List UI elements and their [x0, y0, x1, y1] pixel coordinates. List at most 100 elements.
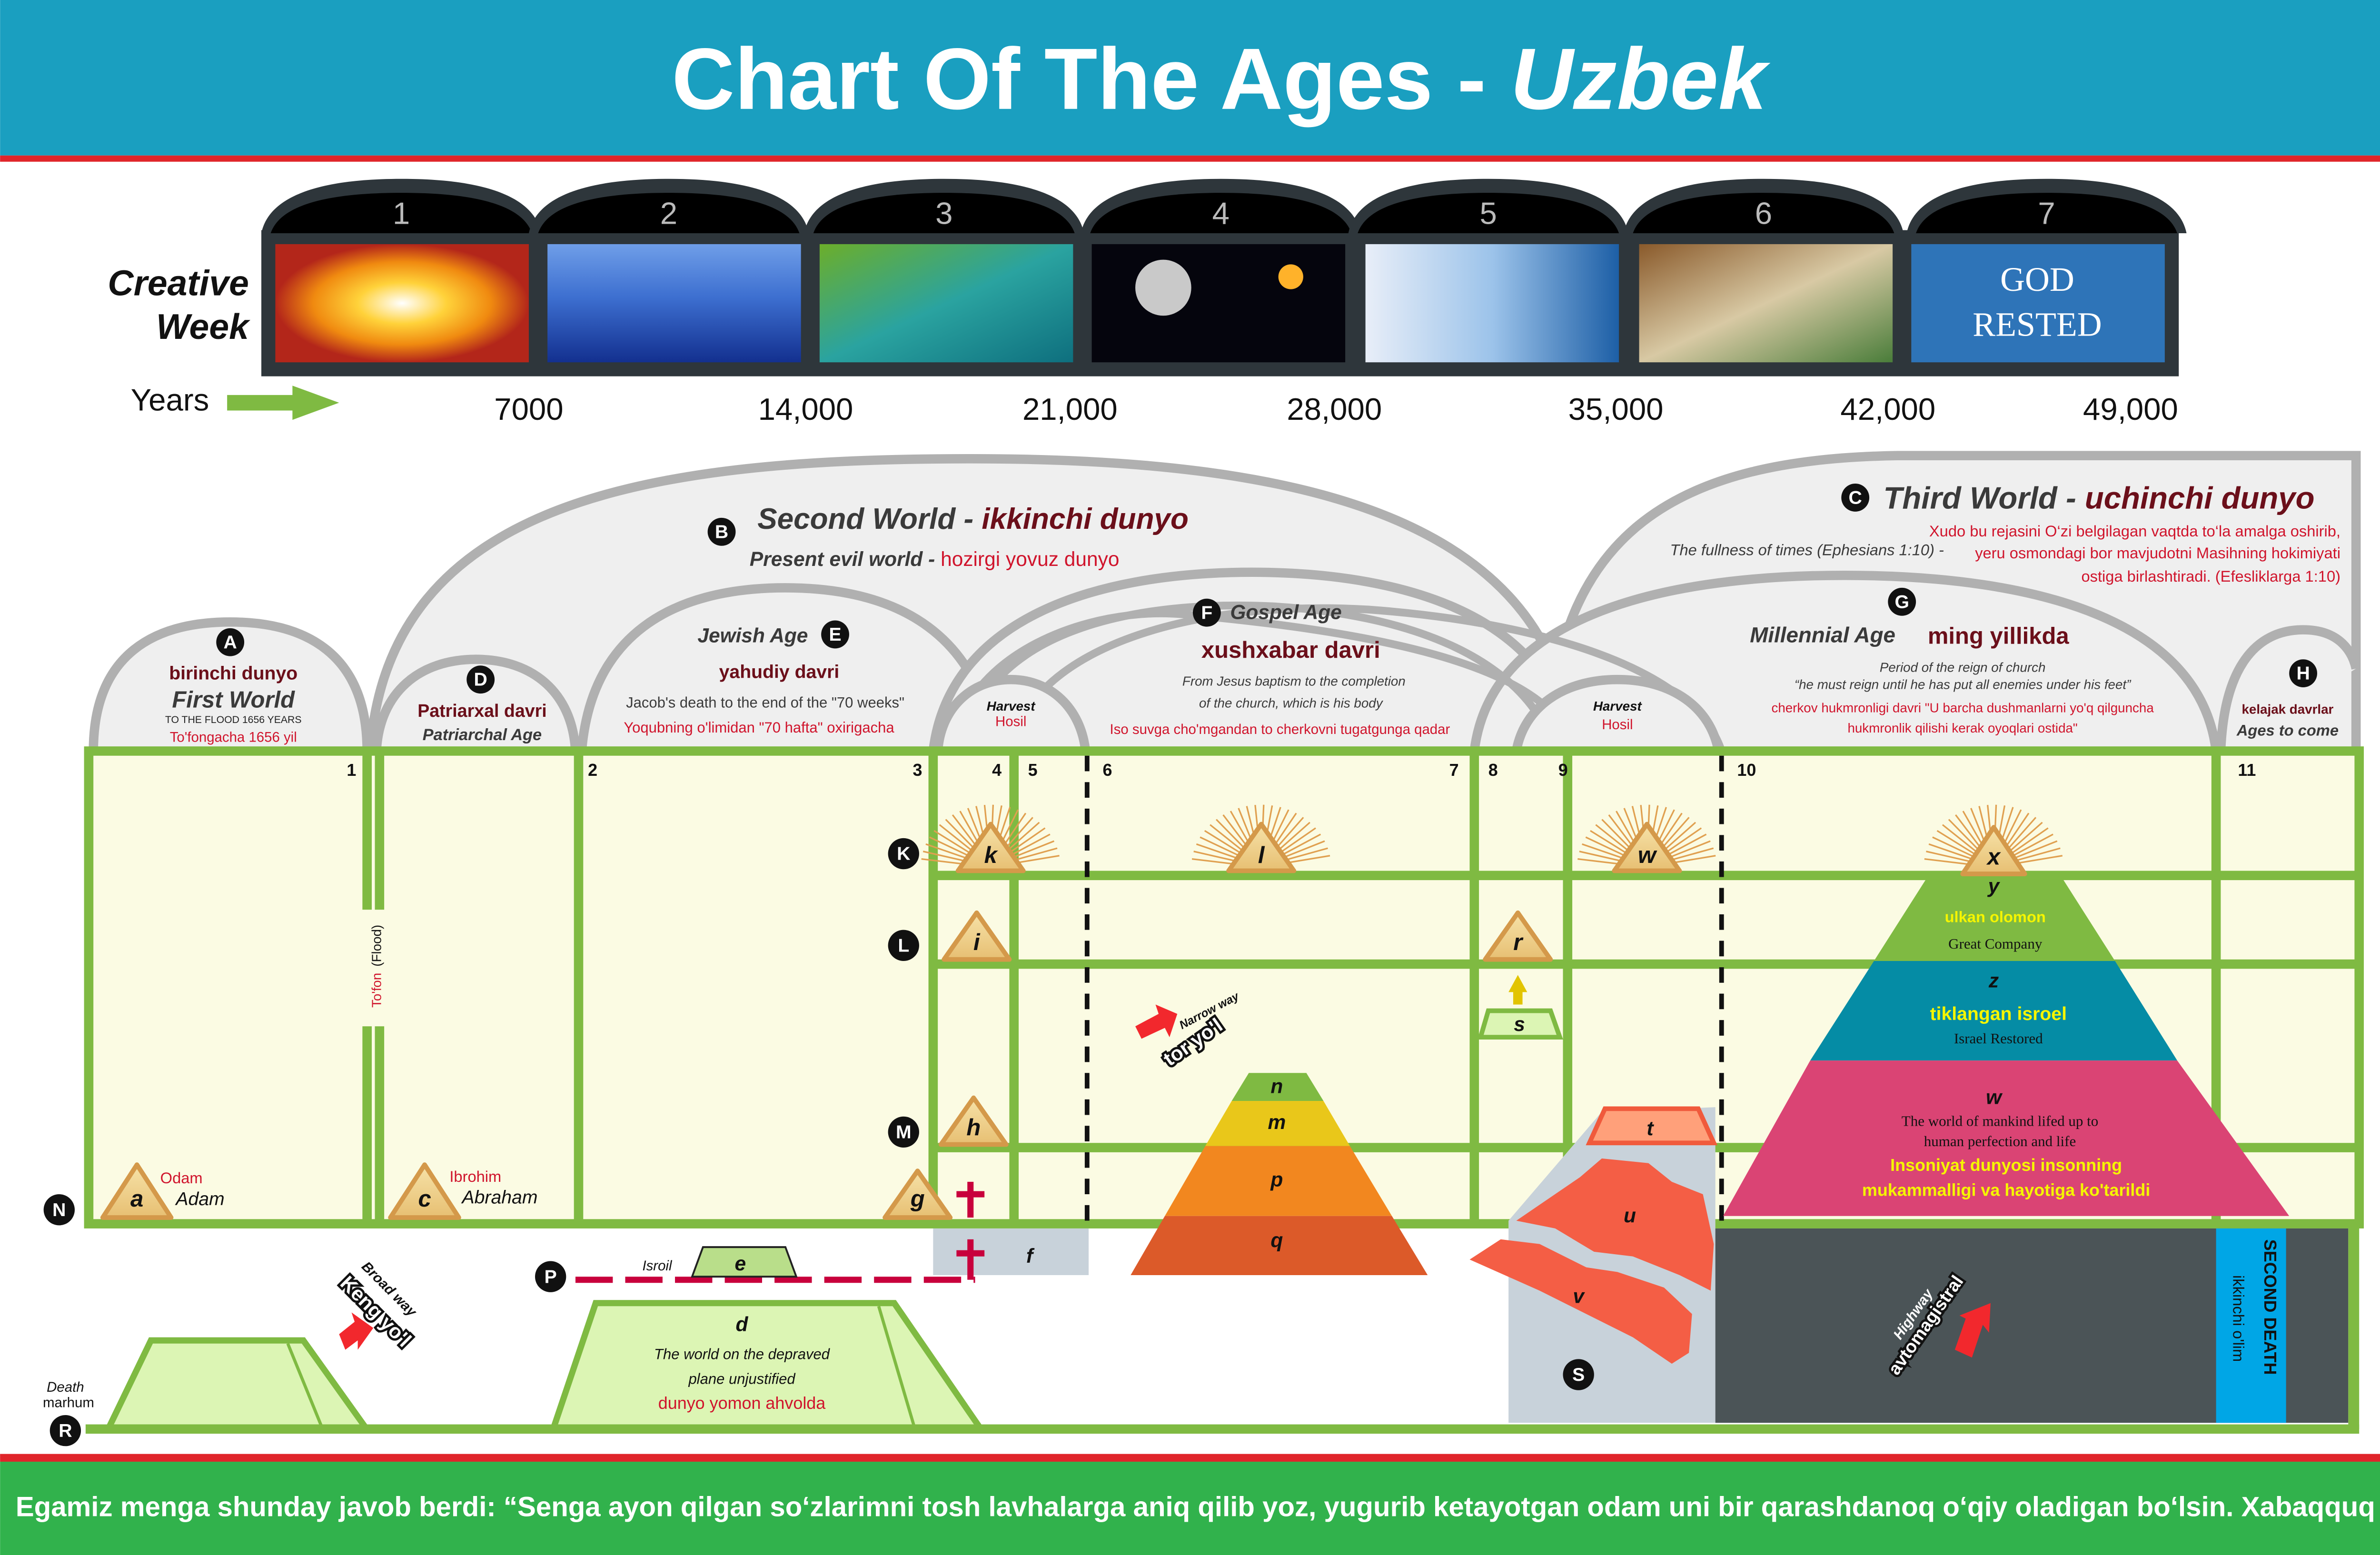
harvest-right-arch: [1511, 674, 1723, 752]
ray: [925, 843, 971, 861]
ray: [1936, 830, 1977, 856]
second-death-en: SECOND DEATH: [2261, 1239, 2280, 1375]
ray: [1661, 822, 1696, 853]
svg-text:h: h: [966, 1115, 981, 1140]
narrow-way-arrow-icon: [1135, 1004, 1178, 1039]
ray: [1200, 836, 1243, 858]
column-number: 11: [2238, 760, 2256, 780]
millennial-pyramid: y ulkan olomon Great Company z tiklangan…: [1723, 874, 2290, 1216]
pyramid-layer-n: [1231, 1073, 1324, 1101]
marker-k: K: [888, 838, 919, 870]
ray: [1948, 819, 1981, 852]
pyramid-layer-m: [1205, 1101, 1350, 1146]
marker-h: H: [2289, 659, 2318, 688]
second-world-title: Second World - ikkinchi dunyo: [757, 503, 1189, 535]
day-arch-inner: [1916, 193, 2177, 234]
highway-arrow-icon: [1954, 1303, 1991, 1358]
israel-restored-uz: tiklangan isroel: [1930, 1004, 2067, 1024]
harvest-right-en: Harvest: [1593, 699, 1643, 713]
marker-a: A: [216, 628, 245, 656]
millennial-desc-uz: hukmronlik qilishi kerak oyoqlari ostida…: [1847, 721, 2077, 735]
sun-icon: [1278, 264, 1303, 289]
svg-text:P: P: [545, 1267, 557, 1287]
day-number: 4: [1212, 196, 1230, 230]
triangle-l: l: [1226, 822, 1297, 873]
ray: [2010, 827, 2049, 855]
column-number: 4: [992, 760, 1002, 780]
great-company-uz: ulkan olomon: [1945, 908, 2046, 925]
ray: [929, 836, 972, 858]
ray: [933, 830, 974, 856]
triangle-i: i: [942, 910, 1012, 962]
ray: [1196, 843, 1241, 861]
israel-restored-en: Israel Restored: [1954, 1030, 2043, 1047]
marker-e: E: [821, 620, 849, 649]
svg-text:F: F: [1201, 603, 1212, 623]
patriarchal-uz: Patriarxal davri: [417, 701, 546, 721]
triangle-c: c: [388, 1162, 461, 1220]
year-label: 21,000: [1022, 392, 1118, 426]
ray: [1601, 819, 1634, 852]
day-3-image: [819, 244, 1073, 363]
second-world-subtitle: Present evil world - hozirgi yovuz dunyo: [750, 548, 1120, 570]
death-en: Death: [47, 1379, 84, 1395]
triangle-x: x: [1960, 825, 2027, 876]
triangle-r: r: [1483, 910, 1553, 962]
svg-text:E: E: [829, 624, 841, 645]
marker-r: R: [50, 1415, 81, 1446]
svg-text:S: S: [1572, 1365, 1585, 1385]
svg-text:L: L: [898, 935, 909, 956]
svg-text:C: C: [1849, 488, 1862, 508]
letter-t: t: [1646, 1117, 1654, 1139]
ray: [1595, 824, 1632, 854]
day-7-panel: [1911, 244, 2165, 363]
ages-to-come-uz: kelajak davrlar: [2241, 702, 2333, 717]
svg-text:G: G: [1894, 592, 1909, 612]
ray: [1924, 858, 1973, 866]
column-number: 5: [1028, 760, 1038, 780]
letter-n: n: [1270, 1075, 1283, 1098]
ray: [1663, 827, 1702, 855]
god-rested-text: RESTED: [1973, 306, 2102, 344]
depraved-uz: dunyo yomon ahvolda: [658, 1393, 826, 1413]
footer-verse: Egamiz menga shunday javob berdi: “Senga…: [16, 1491, 2380, 1522]
depraved-en: plane unjustified: [688, 1371, 796, 1387]
header-band: [0, 0, 2380, 156]
harvest-left-en: Harvest: [987, 699, 1036, 713]
creative-week-label: Creative: [108, 263, 249, 303]
world-restored-en: The world of mankind lifed up to: [1902, 1112, 2098, 1129]
ray: [1274, 817, 1304, 851]
death-uz: marhum: [43, 1395, 94, 1411]
year-label: 28,000: [1287, 392, 1382, 426]
patriarchal-en: Patriarchal Age: [423, 726, 542, 744]
svg-text:g: g: [910, 1186, 925, 1212]
ray: [1216, 819, 1248, 852]
ray: [1665, 833, 1707, 857]
day-number: 2: [660, 196, 677, 230]
day-arch-inner: [1090, 193, 1352, 234]
ray: [1009, 833, 1051, 857]
ray: [1942, 824, 1979, 854]
platform-s: [1477, 1008, 1563, 1040]
svg-text:R: R: [59, 1421, 72, 1441]
ray: [1003, 817, 1033, 851]
millennial-age-uz: ming yillikda: [1928, 624, 2070, 649]
day-arch-inner: [1358, 193, 1619, 234]
ray: [1011, 847, 1058, 862]
ray: [1279, 833, 1321, 857]
svg-text:c: c: [418, 1186, 431, 1212]
ray: [1010, 840, 1055, 860]
triangle-w: w: [1612, 822, 1682, 873]
svg-text:D: D: [474, 670, 487, 690]
svg-text:x: x: [1986, 844, 2001, 870]
flood-gap: [361, 910, 386, 1027]
gospel-age-uz: xushxabar davri: [1201, 637, 1380, 663]
jewish-age-uz: yahudiy davri: [719, 662, 840, 682]
rock-u: [1516, 1158, 1714, 1291]
depraved-en: The world on the depraved: [654, 1346, 831, 1362]
death-plane: [104, 1337, 372, 1431]
jewish-age-desc-uz: Yoqubning o'limidan "70 hafta" oxirigach…: [624, 719, 894, 736]
marker-l: L: [888, 930, 919, 961]
grid-baseline: [2348, 1224, 2360, 1429]
ages-to-come-en: Ages to come: [2236, 721, 2339, 739]
